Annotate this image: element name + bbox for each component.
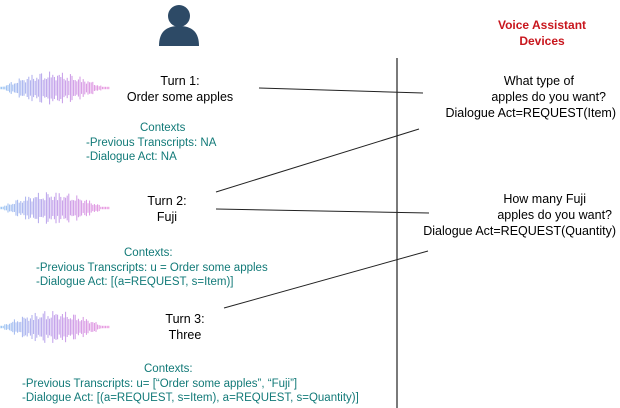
assistant-response-1: What type of apples do you want? Dialogu… xyxy=(445,73,616,121)
response-line: How many Fuji xyxy=(503,192,586,206)
audio-waveform-icon xyxy=(0,311,110,343)
turn-title: Turn 2: xyxy=(147,194,187,208)
turn-title: Turn 1: xyxy=(160,74,200,88)
assistant-response-2: How many Fuji apples do you want? Dialog… xyxy=(423,191,616,239)
connector-turn2-to-response2 xyxy=(215,208,430,214)
response-dialogue-act: Dialogue Act=REQUEST(Quantity) xyxy=(423,224,616,238)
context-heading: Contexts: xyxy=(124,247,173,259)
connector-response1-to-turn2 xyxy=(215,128,420,193)
context-block-3: Contexts: -Previous Transcripts: u= [“Or… xyxy=(22,362,359,406)
context-heading: Contexts xyxy=(140,122,186,134)
connector-response2-to-turn3 xyxy=(223,250,429,309)
turn-utterance: Order some apples xyxy=(126,90,234,104)
context-dialogue-act: -Dialogue Act: [(a=REQUEST, s=Item), a=R… xyxy=(22,392,359,404)
context-dialogue-act: -Dialogue Act: [(a=REQUEST, s=Item)] xyxy=(36,276,234,288)
turn-title: Turn 3: xyxy=(165,312,205,326)
context-transcripts: -Previous Transcripts: u= [“Order some a… xyxy=(22,377,298,390)
response-line: apples do you want? xyxy=(491,90,606,104)
turn-utterance: Fuji xyxy=(156,210,178,224)
context-block-2: Contexts: -Previous Transcripts: u = Ord… xyxy=(36,246,268,290)
context-heading: Contexts: xyxy=(144,363,193,375)
audio-waveform-icon xyxy=(0,71,110,105)
response-line: What type of xyxy=(503,74,574,88)
context-transcripts: -Previous Transcripts: NA xyxy=(86,136,217,149)
devices-title: Voice Assistant Devices xyxy=(472,17,612,49)
turn-1: Turn 1: Order some apples xyxy=(110,73,250,105)
devices-title-line1: Voice Assistant xyxy=(497,18,587,32)
connector-turn1-to-response1 xyxy=(258,87,424,94)
person-icon xyxy=(159,5,199,46)
context-dialogue-act: -Dialogue Act: NA xyxy=(86,151,177,163)
turn-2: Turn 2: Fuji xyxy=(127,193,207,225)
response-line: apples do you want? xyxy=(497,208,612,222)
devices-title-line2: Devices xyxy=(519,34,565,48)
context-transcripts: -Previous Transcripts: u = Order some ap… xyxy=(36,261,268,274)
response-dialogue-act: Dialogue Act=REQUEST(Item) xyxy=(445,106,616,120)
turn-utterance: Three xyxy=(168,328,202,342)
context-block-1: Contexts -Previous Transcripts: NA -Dial… xyxy=(86,121,216,165)
turn-3: Turn 3: Three xyxy=(145,311,225,343)
audio-waveform-icon xyxy=(0,192,110,224)
